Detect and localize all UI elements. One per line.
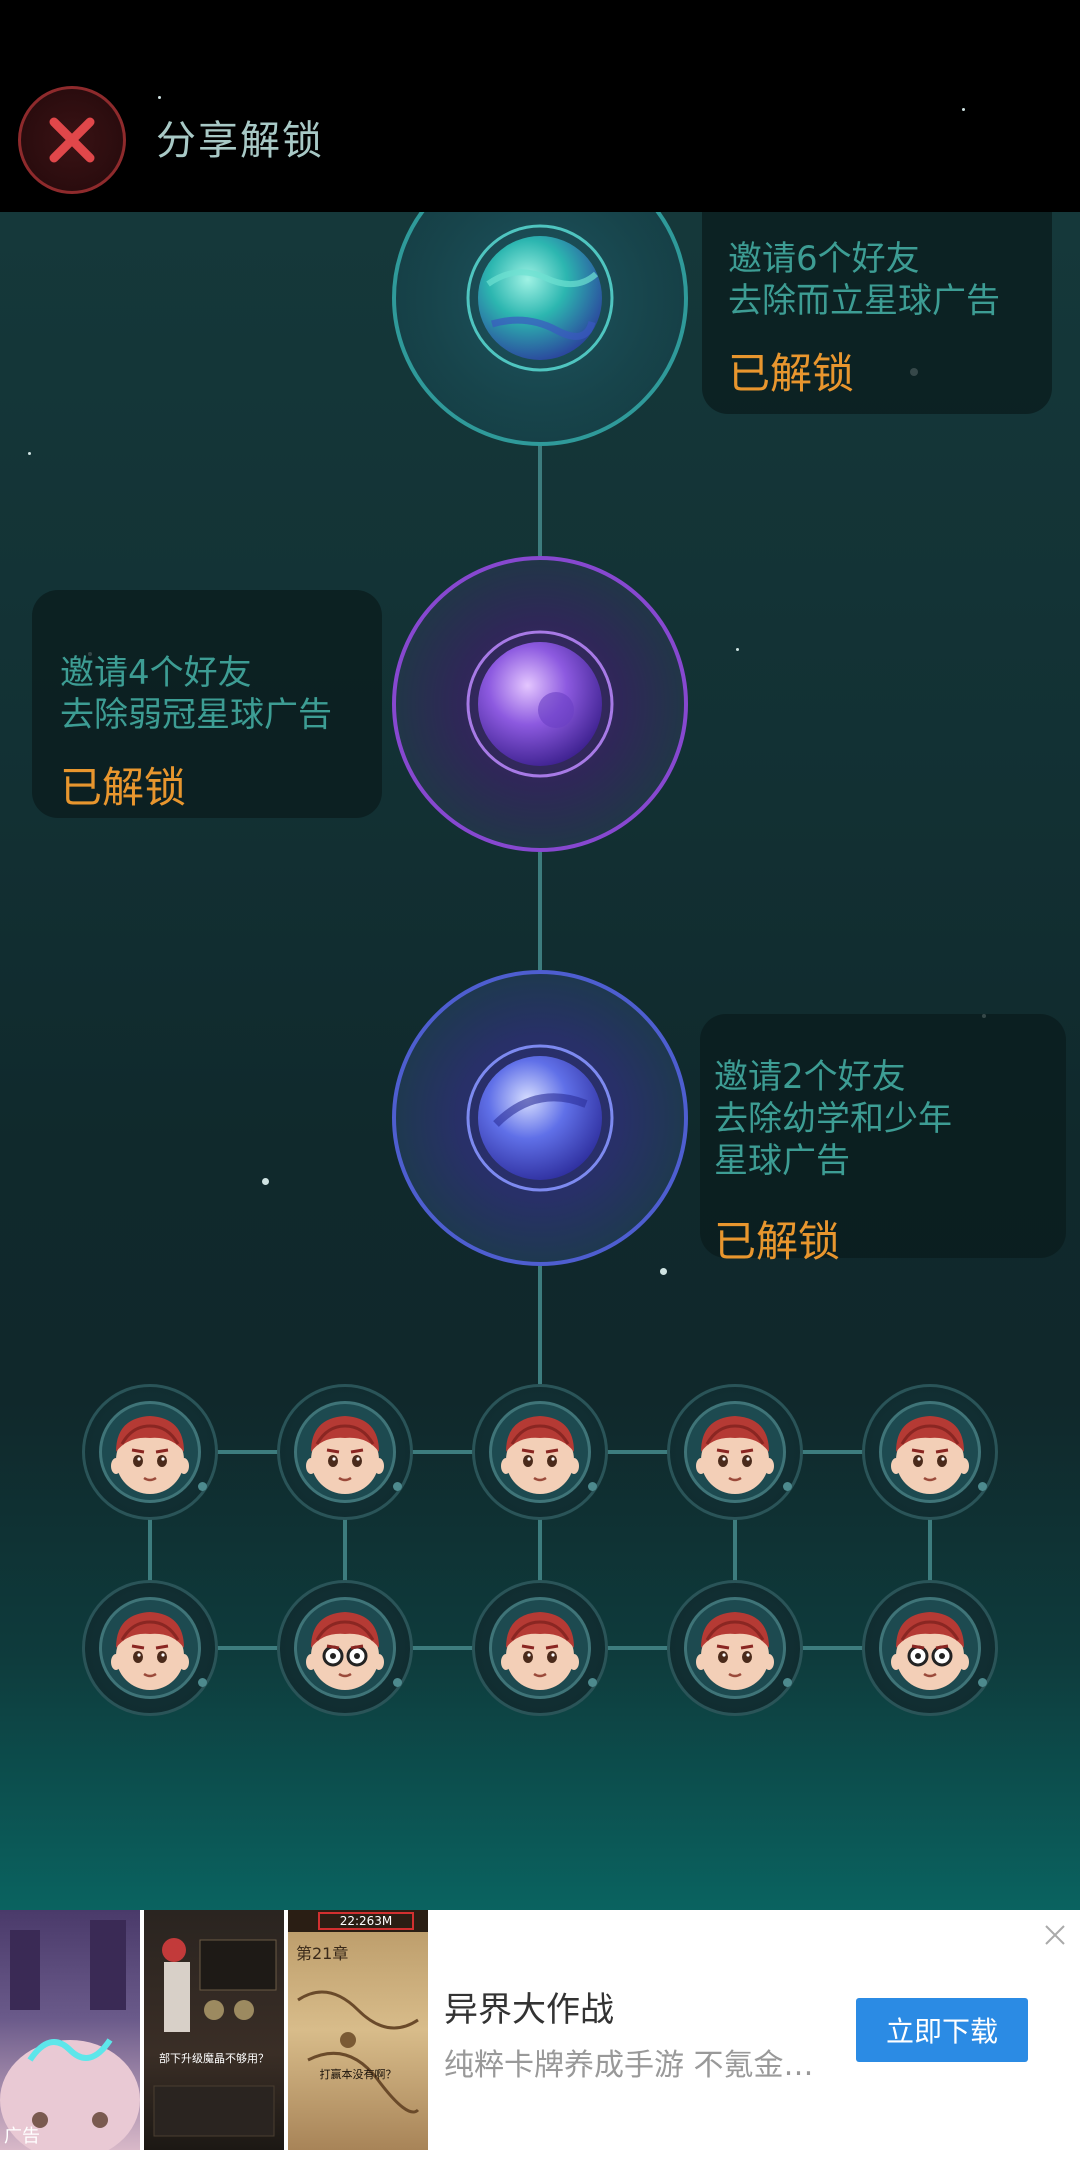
avatar [99,1401,201,1503]
status-dot [978,1482,987,1491]
friend-avatar-slot[interactable] [667,1580,803,1716]
star [262,1178,269,1185]
card-invite-text: 邀请4个好友 [60,653,252,693]
status-dot [978,1678,987,1687]
status-dot [588,1678,597,1687]
avatar [684,1597,786,1699]
status-dot [393,1482,402,1491]
game-screenshot-image [153,1938,277,2137]
status-dot [393,1678,402,1687]
grid-connector [928,1452,932,1648]
unlock-scene: 邀请6个好友 去除而立星球广告 已解锁 邀请4个好友 去除弱冠星球广告 已解锁 [0,212,1080,1910]
friend-avatar-slot[interactable] [277,1384,413,1520]
cartoon-boy-avatar-icon [696,1612,774,1690]
card-benefit-text-cont: 星球广告 [714,1141,850,1181]
close-button[interactable] [18,86,126,194]
cartoon-boy-avatar-icon [306,1612,384,1690]
close-icon[interactable] [1038,1918,1072,1952]
avatar [879,1597,981,1699]
avatar [489,1401,591,1503]
purple-planet-icon [466,630,614,778]
thumb-header-bar [288,1910,428,1932]
grid-connector [343,1452,347,1648]
cartoon-boy-avatar-icon [111,1416,189,1494]
friend-avatar-slot[interactable] [667,1384,803,1520]
download-button[interactable]: 立即下载 [856,1998,1028,2062]
card-benefit-text: 去除弱冠星球广告 [60,695,332,735]
star [28,452,31,455]
teal-planet-icon [466,224,614,372]
ad-thumbnail-1[interactable]: 广告 [0,1910,140,2150]
friend-avatar-slot[interactable] [862,1580,998,1716]
cartoon-boy-avatar-icon [501,1612,579,1690]
avatar [489,1597,591,1699]
friend-avatar-slot[interactable] [82,1384,218,1520]
status-dot [588,1482,597,1491]
ad-thumb-caption: 打赢本没有啊？ [319,2068,397,2081]
avatar [99,1597,201,1699]
status-dot [783,1482,792,1491]
ad-thumb-caption: 部下升级魔晶不够用？ [159,2052,269,2065]
friend-avatar-slot[interactable] [472,1384,608,1520]
cartoon-boy-avatar-icon [111,1612,189,1690]
star [962,108,965,111]
star [158,96,161,99]
cartoon-boy-avatar-icon [696,1416,774,1494]
thumb-chapter: 第21章 [296,1944,349,1963]
close-icon [49,117,95,163]
unlock-status: 已解锁 [60,763,187,812]
unlock-status: 已解锁 [714,1217,841,1266]
cartoon-boy-avatar-icon [891,1612,969,1690]
avatar [879,1401,981,1503]
cartoon-boy-avatar-icon [306,1416,384,1494]
status-dot [198,1482,207,1491]
friend-avatar-slot[interactable] [862,1384,998,1520]
avatar [294,1401,396,1503]
page-title: 分享解锁 [156,118,324,164]
grid-connector [733,1452,737,1648]
grid-connector [148,1452,152,1648]
fantasy-character-image [0,1920,140,2150]
friend-avatar-slot[interactable] [472,1580,608,1716]
connector-line [538,438,542,556]
status-dot [198,1678,207,1687]
unlock-card-2: 邀请4个好友 去除弱冠星球广告 已解锁 [32,590,382,818]
card-invite-text: 邀请2个好友 [714,1057,906,1097]
unlock-status: 已解锁 [728,349,855,398]
card-benefit-text: 去除幼学和少年 [714,1099,952,1139]
grid-connector [538,1452,542,1648]
connector-line [538,852,542,970]
status-dot [783,1678,792,1687]
friend-avatar-slot[interactable] [277,1580,413,1716]
card-benefit-text: 去除而立星球广告 [728,281,1000,321]
ad-description[interactable]: 纯粹卡牌养成手游 不氪金！... [444,2048,834,2083]
map-image [297,1990,420,2114]
connector-line [538,1266,542,1384]
friend-avatar-slot[interactable] [82,1580,218,1716]
ad-title[interactable]: 异界大作战 [444,1990,614,2030]
ad-thumbnail-2[interactable]: 部下升级魔晶不够用？ [144,1910,284,2150]
cartoon-boy-avatar-icon [501,1416,579,1494]
planet-node-1[interactable] [392,212,688,446]
planet-node-2[interactable] [392,556,688,852]
thumb-header-text: 22:263M [318,1912,414,1930]
star [660,1268,667,1275]
planet-node-3[interactable] [392,970,688,1266]
star [736,648,739,651]
top-bar: 分享解锁 [0,0,1080,212]
avatar [684,1401,786,1503]
card-invite-text: 邀请6个好友 [728,239,920,279]
unlock-card-3: 邀请2个好友 去除幼学和少年 星球广告 已解锁 [700,1014,1066,1266]
blue-planet-icon [466,1044,614,1192]
ad-banner[interactable]: 广告 部下升级魔晶不够用？ 22:263M 第21章 打赢本没有啊？ 异界大作战… [0,1910,1080,2160]
ad-thumbnail-3[interactable]: 22:263M 第21章 打赢本没有啊？ [288,1910,428,2150]
unlock-card-1: 邀请6个好友 去除而立星球广告 已解锁 [702,212,1052,414]
cartoon-boy-avatar-icon [891,1416,969,1494]
avatar [294,1597,396,1699]
ad-label: 广告 [4,2126,40,2147]
